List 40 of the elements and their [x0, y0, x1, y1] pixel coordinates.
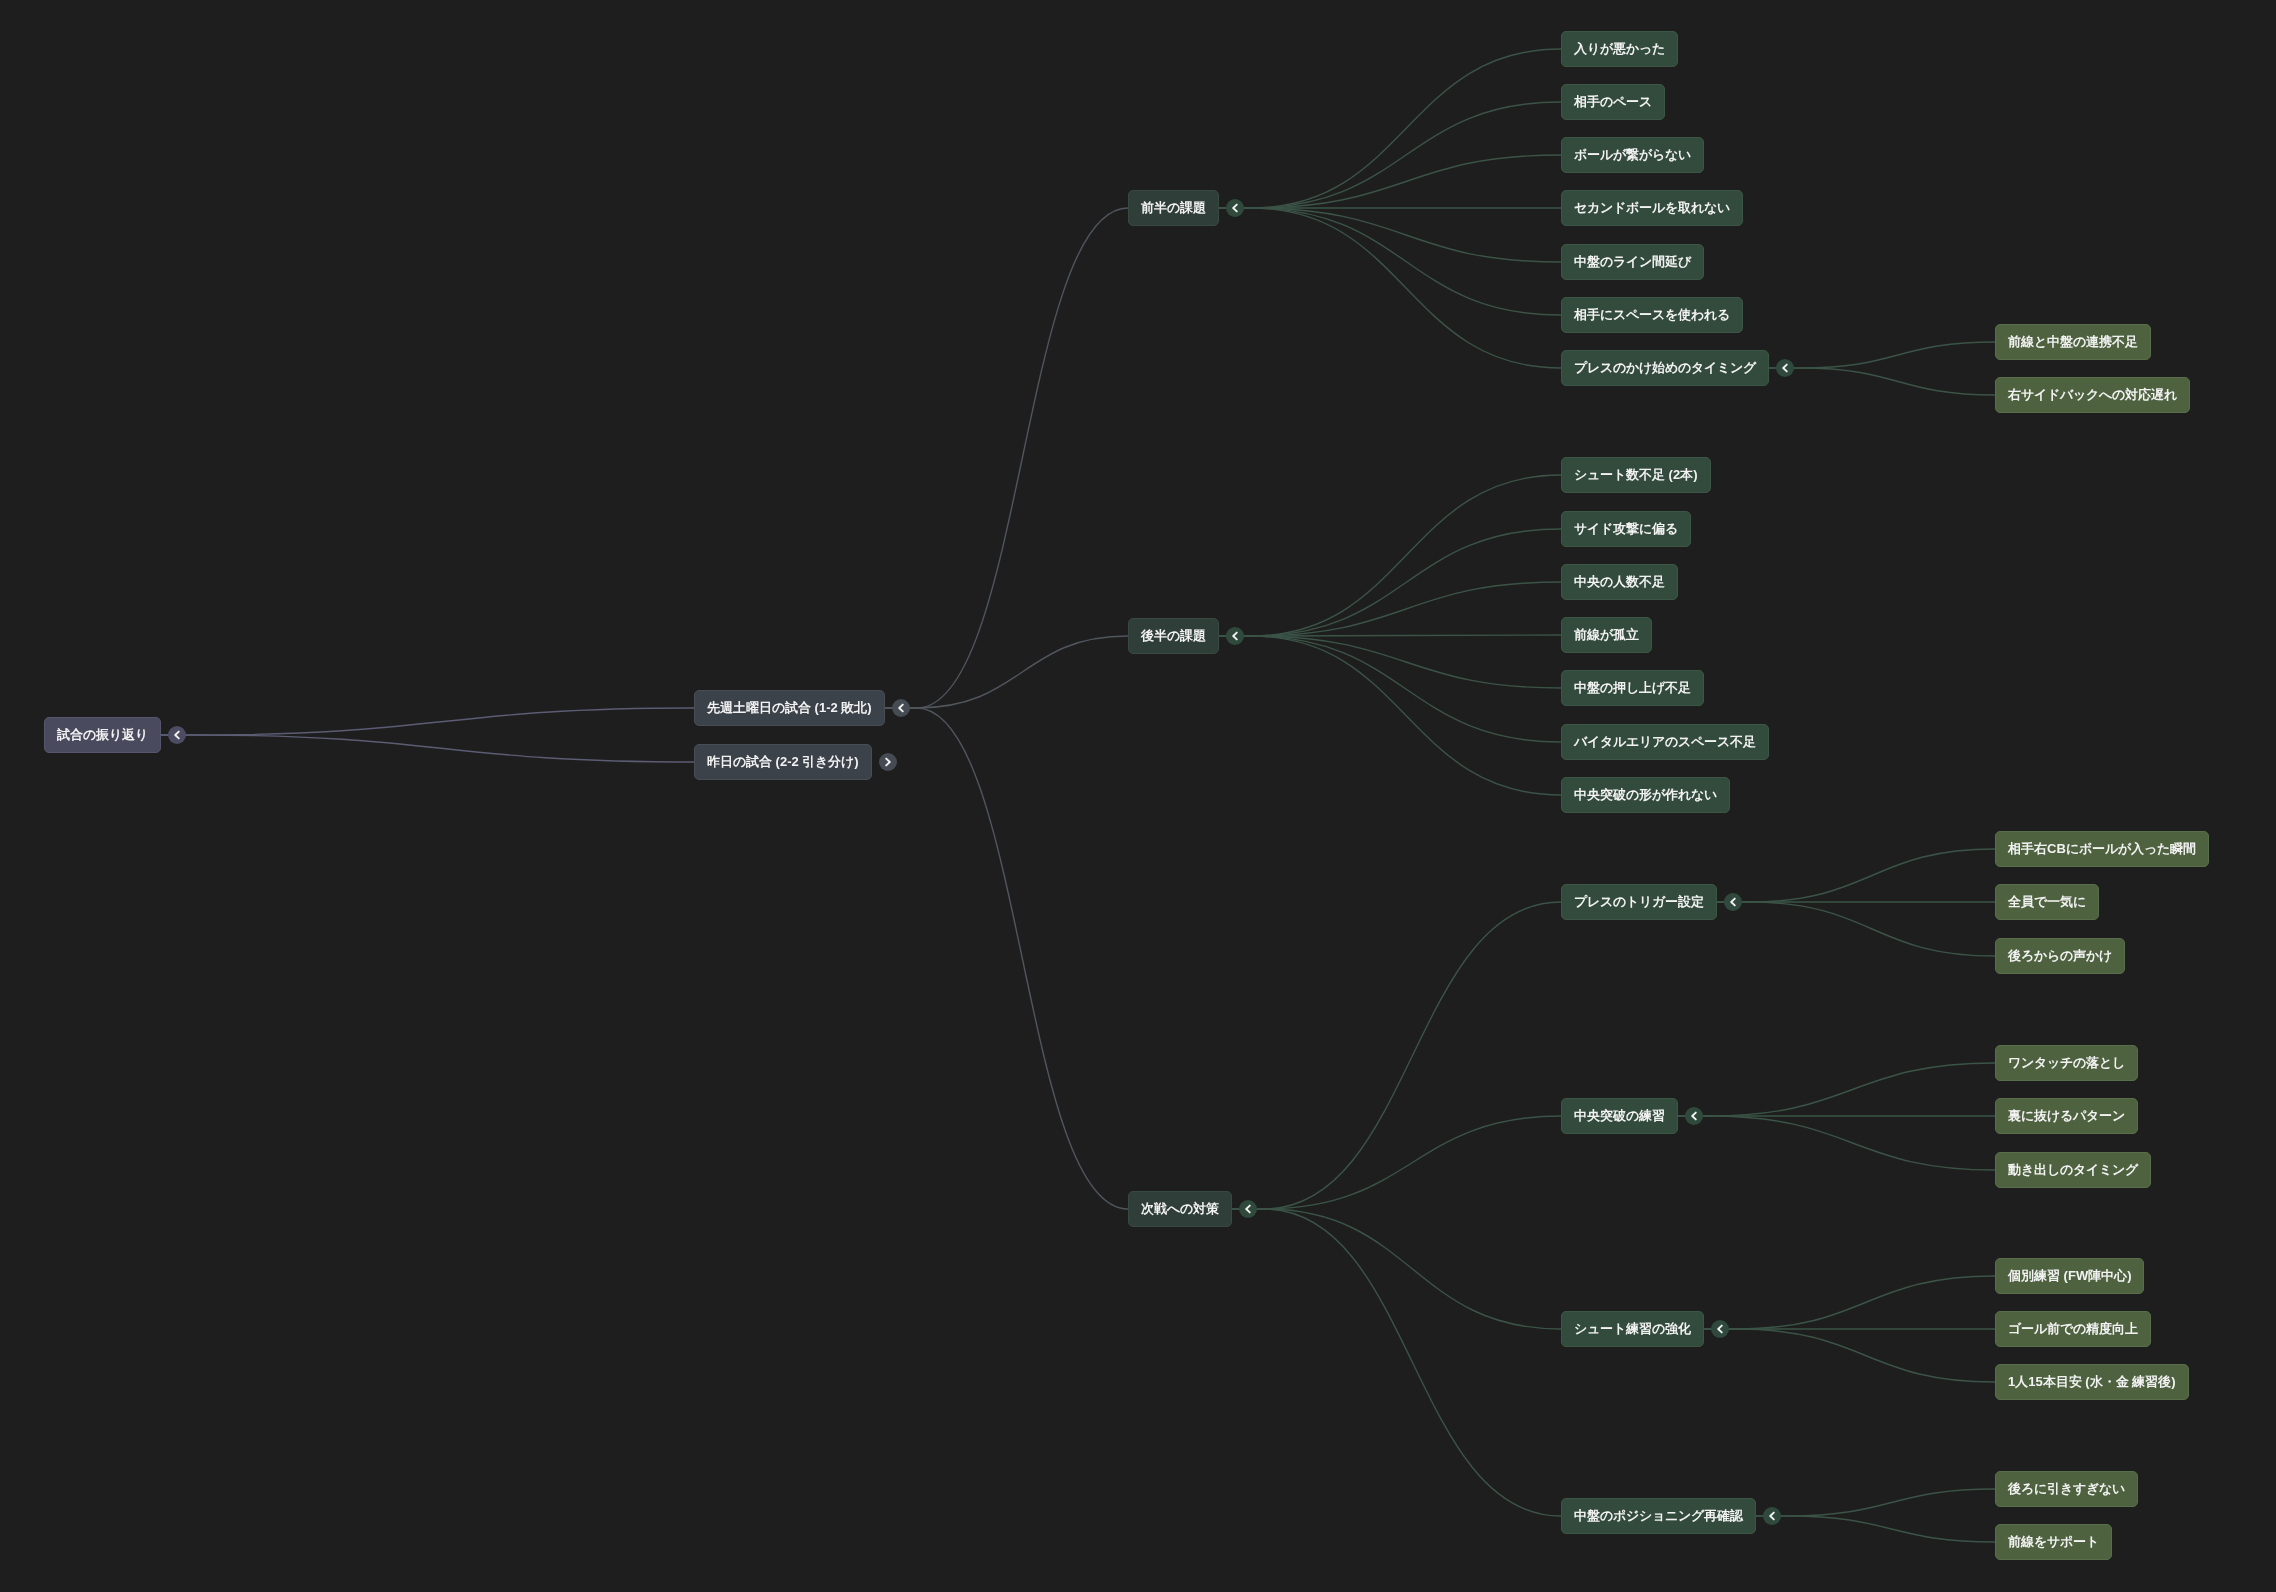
topic-box: 前線が孤立	[1561, 617, 1652, 653]
topic-box: 中盤のライン間延び	[1561, 244, 1704, 280]
topic-box: 中盤の押し上げ不足	[1561, 670, 1704, 706]
topic-box: バイタルエリアのスペース不足	[1561, 724, 1769, 760]
topic-box: サイド攻撃に偏る	[1561, 511, 1691, 547]
topic-box: プレスのトリガー設定	[1561, 884, 1717, 920]
topic-box: 後半の課題	[1128, 618, 1219, 654]
topic-box: 後ろからの声かけ	[1995, 938, 2125, 974]
topic-box: ゴール前での精度向上	[1995, 1311, 2151, 1347]
topic-box: 中央突破の練習	[1561, 1098, 1678, 1134]
topic-box: 裏に抜けるパターン	[1995, 1098, 2138, 1134]
topic-box: 右サイドバックへの対応遅れ	[1995, 377, 2190, 413]
topic-box: 後ろに引きすぎない	[1995, 1471, 2138, 1507]
topic-box: 昨日の試合 (2-2 引き分け)	[694, 744, 872, 780]
topic-box: 次戦への対策	[1128, 1191, 1232, 1227]
topic-box: シュート練習の強化	[1561, 1311, 1704, 1347]
topic-box: 1人15本目安 (水・金 練習後)	[1995, 1364, 2189, 1400]
topic-box: シュート数不足 (2本)	[1561, 457, 1711, 493]
topic-box: 全員で一気に	[1995, 884, 2099, 920]
topic-box: セカンドボールを取れない	[1561, 190, 1743, 226]
topic-box: 動き出しのタイミング	[1995, 1152, 2151, 1188]
central-topic-box: 試合の振り返り	[44, 717, 161, 753]
topic-box: 相手のペース	[1561, 84, 1665, 120]
topic-box: 相手右CBにボールが入った瞬間	[1995, 831, 2209, 867]
topic-box: 中央の人数不足	[1561, 564, 1678, 600]
topic-box: 前線をサポート	[1995, 1524, 2112, 1560]
topic-box: 先週土曜日の試合 (1-2 敗北)	[694, 690, 885, 726]
branch-line	[1768, 367, 1996, 396]
topic-box: ボールが繋がらない	[1561, 137, 1704, 173]
topic-box: 中盤のポジショニング再確認	[1561, 1498, 1756, 1534]
topic-box: 前半の課題	[1128, 190, 1219, 226]
branch-line	[1755, 1515, 1996, 1543]
topic-box: 前線と中盤の連携不足	[1995, 324, 2151, 360]
topic-box: 入りが悪かった	[1561, 31, 1678, 67]
topic-box: 中央突破の形が作れない	[1561, 777, 1730, 813]
branch-line	[160, 734, 695, 763]
topic-box: 個別練習 (FW陣中心)	[1995, 1258, 2145, 1294]
topic-box: 相手にスペースを使われる	[1561, 297, 1743, 333]
topic-box: ワンタッチの落とし	[1995, 1045, 2138, 1081]
topic-box: プレスのかけ始めのタイミング	[1561, 350, 1769, 386]
